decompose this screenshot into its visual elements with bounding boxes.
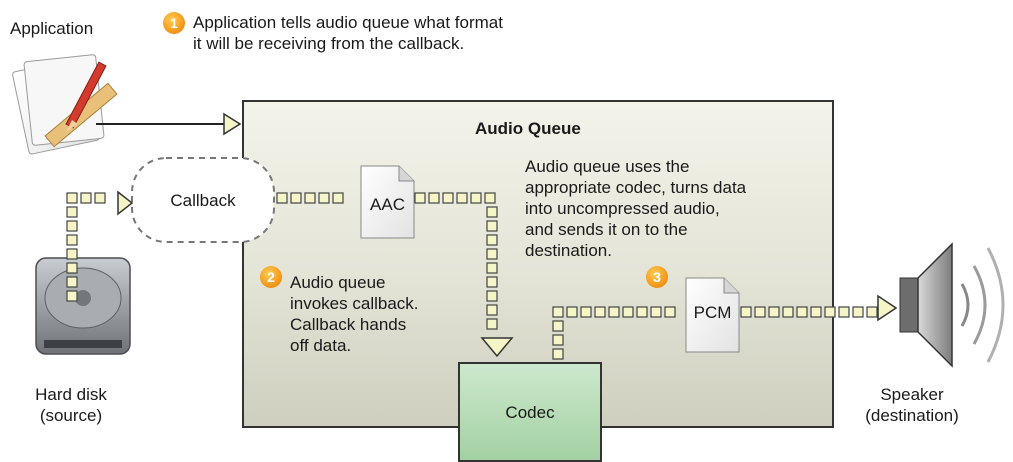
application-arrow — [96, 112, 242, 136]
data-square — [810, 306, 822, 318]
data-square — [484, 192, 496, 204]
data-square — [66, 262, 78, 274]
data-square — [66, 206, 78, 218]
data-square — [636, 306, 648, 318]
speaker-icon — [899, 242, 1005, 368]
data-square — [318, 192, 330, 204]
audio-queue-title: Audio Queue — [475, 119, 581, 138]
data-square — [304, 192, 316, 204]
data-square — [866, 306, 878, 318]
data-square — [552, 320, 564, 332]
data-square — [486, 248, 498, 260]
codec-box — [458, 362, 602, 462]
data-square — [414, 192, 426, 204]
callback-cloud — [131, 157, 275, 243]
data-square — [796, 306, 808, 318]
data-square — [456, 192, 468, 204]
data-square — [80, 192, 92, 204]
data-square — [470, 192, 482, 204]
data-square — [486, 220, 498, 232]
data-square — [66, 192, 78, 204]
data-square — [486, 318, 498, 330]
data-square — [428, 192, 440, 204]
data-square — [740, 306, 752, 318]
data-square — [552, 334, 564, 346]
queue-to-codec-arrow — [480, 337, 514, 358]
step-2-badge: 2 — [260, 266, 282, 288]
data-square — [650, 306, 662, 318]
codec-label: Codec — [505, 403, 555, 422]
data-square — [486, 304, 498, 316]
data-square — [332, 192, 344, 204]
data-square — [852, 306, 864, 318]
data-square — [552, 348, 564, 360]
application-label: Application — [10, 19, 94, 38]
data-square — [552, 306, 564, 318]
data-square — [66, 220, 78, 232]
data-square — [594, 306, 606, 318]
pcm-to-speaker-arrow — [877, 294, 898, 322]
step-1-badge: 1 — [163, 12, 185, 34]
data-square — [782, 306, 794, 318]
data-square — [566, 306, 578, 318]
data-square — [66, 290, 78, 302]
data-flow-path — [66, 192, 878, 360]
step-2-text: Audio queue invokes callback. Callback h… — [290, 273, 419, 355]
data-square — [608, 306, 620, 318]
disk-to-callback-arrow — [117, 190, 134, 216]
data-square — [290, 192, 302, 204]
data-square — [66, 248, 78, 260]
application-icon — [12, 54, 118, 155]
data-square — [486, 276, 498, 288]
pcm-document-icon — [685, 277, 740, 353]
aac-document-icon — [360, 165, 415, 239]
data-square — [66, 234, 78, 246]
data-square — [754, 306, 766, 318]
aac-label: AAC — [370, 195, 405, 214]
hard-disk-icon — [35, 257, 131, 355]
speaker-label: Speaker (destination) — [865, 385, 959, 425]
callback-label: Callback — [170, 191, 236, 210]
data-square — [94, 192, 106, 204]
data-square — [580, 306, 592, 318]
step-3-badge: 3 — [646, 266, 668, 288]
data-square — [486, 262, 498, 274]
data-square — [276, 192, 288, 204]
data-square — [622, 306, 634, 318]
hard-disk-label: Hard disk (source) — [35, 385, 107, 425]
data-square — [824, 306, 836, 318]
audio-queue-note: Audio queue uses the appropriate codec, … — [525, 157, 747, 260]
pcm-label: PCM — [693, 303, 732, 322]
data-square — [486, 290, 498, 302]
data-square — [486, 234, 498, 246]
data-square — [768, 306, 780, 318]
data-square — [838, 306, 850, 318]
data-square — [486, 206, 498, 218]
data-square — [664, 306, 676, 318]
data-square — [442, 192, 454, 204]
step-1-text: Application tells audio queue what forma… — [193, 13, 503, 53]
data-square — [66, 276, 78, 288]
